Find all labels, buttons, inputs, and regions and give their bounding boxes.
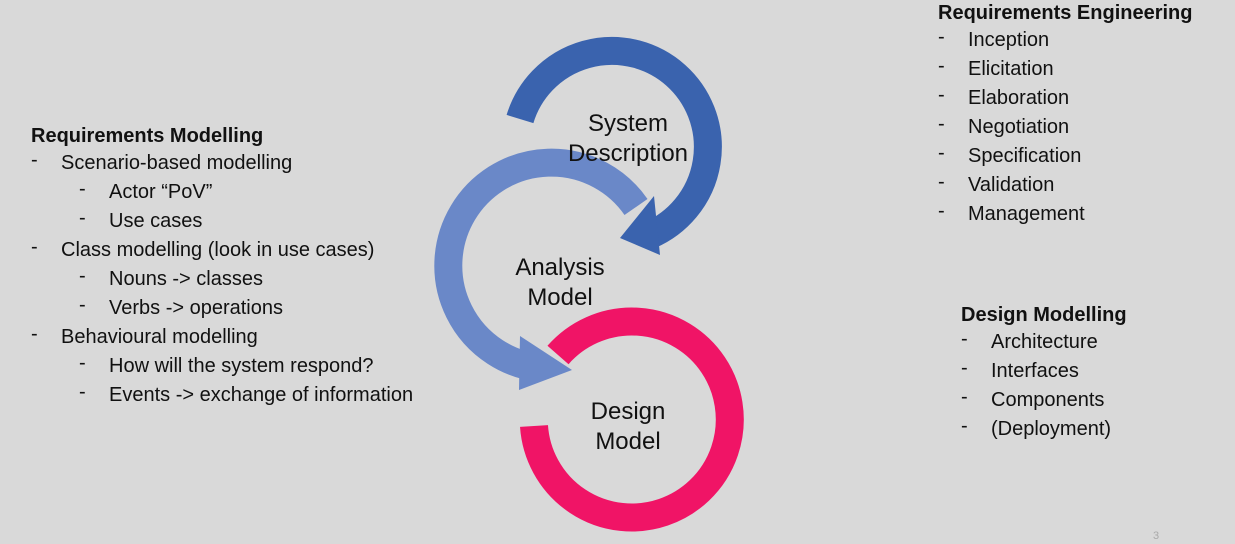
list-item: - Architecture [961, 328, 1127, 357]
system-description-arrowhead [620, 196, 660, 255]
bullet-dash: - [938, 171, 945, 193]
list-item-text: Use cases [109, 210, 203, 232]
bullet-dash: - [79, 178, 86, 200]
list-item-text: Interfaces [991, 360, 1079, 382]
analysis-model-arc [434, 148, 648, 382]
requirements-modelling-title: Requirements Modelling [31, 125, 264, 147]
system-description-label-1: System [588, 110, 668, 137]
list-item-text: Components [991, 389, 1105, 411]
bullet-dash: - [79, 294, 86, 316]
list-item-text: Class modelling (look in use cases) [61, 239, 375, 261]
list-item-text: Management [968, 203, 1085, 225]
list-item: - How will the system respond? [31, 352, 413, 381]
bullet-dash: - [938, 142, 945, 164]
bullet-dash: - [938, 113, 945, 135]
bullet-dash: - [79, 207, 86, 229]
list-item: - Events -> exchange of information [31, 381, 413, 410]
list-item: - (Deployment) [961, 415, 1127, 444]
list-item: - Validation [938, 171, 1193, 200]
bullet-dash: - [31, 236, 38, 258]
bullet-dash: - [79, 352, 86, 374]
system-description-arc [506, 36, 722, 248]
list-item-text: Validation [968, 174, 1055, 196]
list-item: - Class modelling (look in use cases) [31, 236, 413, 265]
list-item-text: Architecture [991, 331, 1098, 353]
list-item-text: Inception [968, 29, 1050, 51]
page-number: 3 [1153, 530, 1160, 542]
analysis-model-label-2: Model [527, 284, 592, 311]
design-model-label-1: Design [591, 398, 666, 425]
list-item: - Actor “PoV” [31, 178, 413, 207]
list-item-text: Scenario-based modelling [61, 152, 293, 174]
list-item-text: Nouns -> classes [109, 268, 263, 290]
list-item: - Inception [938, 26, 1193, 55]
list-item: - Behavioural modelling [31, 323, 413, 352]
bullet-dash: - [79, 265, 86, 287]
list-item: - Elicitation [938, 55, 1193, 84]
bullet-dash: - [938, 26, 945, 48]
analysis-model-arrowhead [519, 336, 572, 390]
system-description-label-2: Description [568, 140, 688, 167]
requirements-engineering-list: - Inception - Elicitation - Elaboration - Ne… [938, 26, 1193, 229]
requirements-modelling-list: - Scenario-based modelling - Actor “PoV” -… [31, 149, 413, 410]
design-model-arc [520, 307, 744, 532]
analysis-model-label-1: Analysis [515, 254, 604, 281]
list-item-text: Negotiation [968, 116, 1070, 138]
design-modelling-list: - Architecture - Interfaces - Components - (… [961, 328, 1127, 444]
bullet-dash: - [79, 381, 86, 403]
list-item: - Nouns -> classes [31, 265, 413, 294]
list-item-text: How will the system respond? [109, 355, 374, 377]
bullet-dash: - [938, 84, 945, 106]
list-item: - Interfaces [961, 357, 1127, 386]
list-item: - Components [961, 386, 1127, 415]
list-item-text: Events -> exchange of information [109, 384, 414, 406]
list-item-text: Specification [968, 145, 1082, 167]
bullet-dash: - [961, 386, 968, 408]
requirements-engineering-title: Requirements Engineering [938, 2, 1193, 24]
list-item: - Management [938, 200, 1193, 229]
design-modelling-title: Design Modelling [961, 304, 1127, 326]
requirements-engineering-panel: Requirements Engineering - Inception - Eli… [938, 0, 1193, 229]
list-item: - Scenario-based modelling [31, 149, 413, 178]
list-item-text: Behavioural modelling [61, 326, 258, 348]
bullet-dash: - [938, 200, 945, 222]
list-item: - Negotiation [938, 113, 1193, 142]
list-item-text: Actor “PoV” [109, 181, 213, 203]
requirements-modelling-panel: Requirements Modelling - Scenario-based m… [31, 123, 413, 410]
list-item: - Use cases [31, 207, 413, 236]
list-item-text: (Deployment) [991, 418, 1112, 440]
list-item: - Verbs -> operations [31, 294, 413, 323]
design-model-label-2: Model [595, 428, 660, 455]
bullet-dash: - [961, 357, 968, 379]
list-item-text: Elaboration [968, 87, 1070, 109]
list-item-text: Verbs -> operations [109, 297, 283, 319]
design-modelling-panel: Design Modelling - Architecture - Interfac… [961, 302, 1127, 444]
bullet-dash: - [31, 149, 38, 171]
list-item-text: Elicitation [968, 58, 1054, 80]
list-item: - Elaboration [938, 84, 1193, 113]
list-item: - Specification [938, 142, 1193, 171]
bullet-dash: - [961, 328, 968, 350]
bullet-dash: - [31, 323, 38, 345]
bullet-dash: - [938, 55, 945, 77]
bullet-dash: - [961, 415, 968, 437]
